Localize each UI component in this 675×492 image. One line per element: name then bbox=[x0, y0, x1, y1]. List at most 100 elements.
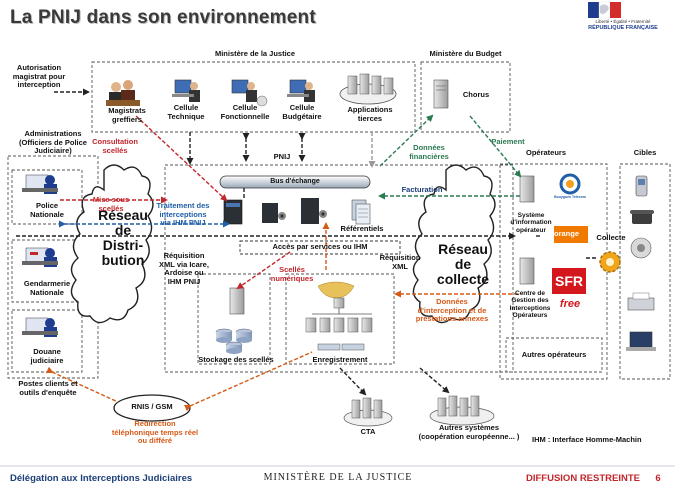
flag-red bbox=[610, 2, 621, 18]
cellule-budgetaire-label: Cellule Budgétaire bbox=[282, 103, 322, 121]
referentiels-label: Référentiels bbox=[340, 224, 384, 233]
pnij-label: PNIJ bbox=[273, 152, 291, 161]
gendarmerie-label: Gendarmerie Nationale bbox=[23, 279, 71, 297]
consultation-scelles-label: Consultation scellés bbox=[92, 137, 138, 155]
referentiels-icon bbox=[351, 199, 371, 225]
magistrats-icon bbox=[106, 80, 140, 106]
rnis-gsm-label: RNIS / GSM bbox=[131, 402, 173, 411]
police-label: Police Nationale bbox=[30, 201, 64, 219]
donnees-financieres-arrow bbox=[379, 114, 434, 167]
republic-name: RÉPUBLIQUE FRANÇAISE bbox=[588, 25, 658, 31]
enregistrement-box bbox=[285, 273, 395, 365]
marianne-icon bbox=[599, 4, 609, 15]
operateurs-label: Opérateurs bbox=[525, 148, 567, 157]
enregistrement-label: Enregistrement bbox=[312, 355, 368, 364]
orange-logo bbox=[554, 226, 588, 243]
acces-label: Accès par services ou IHM bbox=[272, 242, 368, 251]
facturation-label: Facturation bbox=[401, 185, 443, 194]
operateurs-box bbox=[499, 163, 608, 380]
republic-logo bbox=[588, 1, 621, 19]
postes-label: Postes clients et outils d'enquête bbox=[18, 379, 78, 397]
traitement-label: Traitement des interceptions via IHM PNI… bbox=[156, 201, 210, 228]
chorus-label: Chorus bbox=[462, 90, 490, 99]
autres-systemes-arrow bbox=[419, 367, 450, 394]
stockage-label: Stockage des scellés bbox=[198, 355, 274, 364]
cellule-fonctionnelle-label: Cellule Fonctionnelle bbox=[220, 103, 270, 121]
redirection-right-arrow bbox=[184, 351, 313, 412]
redirection-left-arrow bbox=[45, 366, 119, 403]
reseau-collecte-label: Réseau de collecte bbox=[436, 241, 490, 288]
stockage-icon bbox=[215, 287, 253, 354]
footer-right: DIFFUSION RESTREINTE bbox=[525, 473, 640, 484]
applications-label: Applications tierces bbox=[347, 105, 393, 123]
slide-title: La PNIJ dans son environnement bbox=[10, 7, 316, 28]
mobile-phone-icon bbox=[635, 175, 648, 197]
cta-servers-icon bbox=[343, 397, 393, 427]
requisition-left-label: Réquisition XML via Icare, Ardoise ou IH… bbox=[159, 251, 209, 286]
fax-icon bbox=[627, 292, 655, 311]
ministere-budget-label: Ministère du Budget bbox=[429, 49, 502, 58]
centre-gestion-label: Centre de Gestion des Interceptions Opér… bbox=[509, 290, 551, 320]
stockage-box bbox=[197, 273, 271, 365]
police-icon bbox=[22, 174, 58, 194]
flag-blue bbox=[588, 2, 599, 18]
consultation-scelles-arrow bbox=[135, 115, 228, 202]
orange-text: orange bbox=[554, 229, 580, 238]
pnij-servers-icon bbox=[223, 198, 327, 225]
police-box bbox=[11, 169, 83, 225]
satellite-dish-icon bbox=[630, 237, 652, 259]
douane-label: Douane judiciaire bbox=[30, 347, 64, 365]
scelles-numeriques-label: Scellés numériques bbox=[270, 265, 314, 283]
administrations-label: Administrations (Officiers de Police Jud… bbox=[19, 129, 87, 156]
footer-left: Délégation aux Interceptions Judiciaires bbox=[10, 473, 193, 484]
requisition-right-label: Réquisition XML bbox=[379, 253, 421, 271]
collecte-gear-icon bbox=[599, 251, 621, 273]
page-number: 6 bbox=[655, 473, 661, 484]
reseau-distribution-label: Réseau de Distri- bution bbox=[98, 207, 148, 269]
autorisation-label: Autorisation magistrat pour interception bbox=[12, 63, 66, 90]
cellule-fonctionnelle-icon bbox=[231, 79, 268, 107]
cibles-box bbox=[619, 163, 671, 380]
donnees-interception-label: Données d'interception et de prestations… bbox=[415, 297, 489, 324]
systeme-information-label: Système d'information opérateur bbox=[510, 212, 552, 234]
paiement-arrow bbox=[469, 115, 522, 178]
magistrats-label: Magistrats greffiers bbox=[108, 106, 146, 124]
cellule-technique-icon bbox=[172, 79, 200, 102]
reseau-distribution-cloud bbox=[70, 164, 154, 324]
paiement-label: Paiement bbox=[491, 137, 525, 146]
enregistrement-icon bbox=[305, 281, 373, 351]
cellule-budgetaire-icon bbox=[287, 79, 315, 102]
operateur-server-2-icon bbox=[519, 257, 535, 285]
laptop-icon bbox=[626, 331, 656, 351]
ihm-note: IHM : Interface Homme-Machin bbox=[532, 435, 642, 444]
reseau-collecte-cloud bbox=[412, 164, 496, 324]
bouygues-text: Bouygues Telecom bbox=[554, 195, 586, 199]
republic-motto: Liberté • Égalité • Fraternité bbox=[595, 19, 651, 24]
free-text: free bbox=[559, 298, 581, 310]
cellule-technique-label: Cellule Technique bbox=[167, 103, 205, 121]
autres-systemes-label: Autres systèmes (coopération européenne.… bbox=[418, 423, 520, 441]
autres-operateurs-box bbox=[505, 337, 603, 373]
acces-box bbox=[239, 240, 401, 255]
ministere-budget-box bbox=[420, 61, 511, 133]
ministere-justice-label: Ministère de la Justice bbox=[214, 49, 296, 58]
donnees-financieres-label: Données financières bbox=[409, 143, 449, 161]
cta-label: CTA bbox=[360, 427, 376, 436]
ministere-justice-box bbox=[91, 61, 416, 133]
gendarmerie-icon bbox=[22, 247, 58, 267]
cibles-label: Cibles bbox=[633, 148, 657, 157]
sfr-text: SFR bbox=[555, 273, 583, 289]
mise-sous-scelles-label: Mise sous scellés bbox=[92, 195, 130, 213]
footer-center: MINISTÈRE DE LA JUSTICE bbox=[263, 472, 413, 483]
douane-icon bbox=[22, 317, 58, 337]
operateur-server-1-icon bbox=[519, 175, 535, 203]
redirection-label: Redirection téléphonique temps réel ou d… bbox=[111, 419, 199, 446]
bus-label: Bus d'échange bbox=[270, 178, 320, 185]
applications-servers-icon bbox=[339, 73, 397, 105]
cta-arrow bbox=[339, 367, 367, 396]
autres-systemes-servers-icon bbox=[429, 395, 495, 426]
chorus-server-icon bbox=[433, 79, 449, 109]
collecte-label: Collecte bbox=[596, 233, 626, 242]
